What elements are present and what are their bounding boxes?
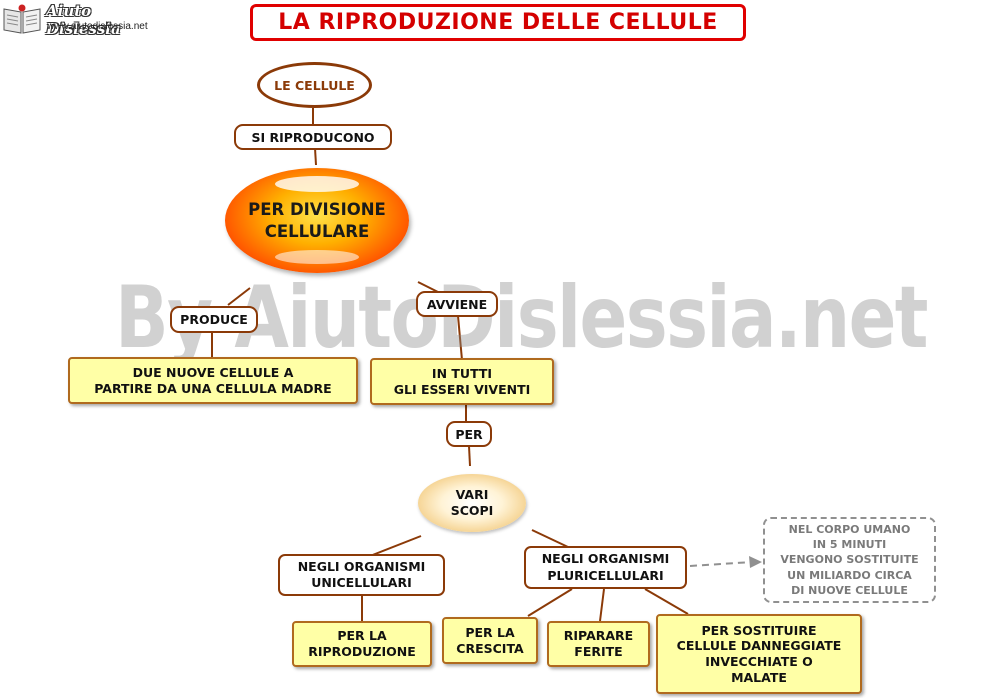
link-si-riproducono: SI RIPRODUCONO <box>234 124 392 150</box>
note-line: IN 5 MINUTI <box>812 537 887 551</box>
arrowhead-icon <box>749 556 762 568</box>
node-sostituire-line1: PER SOSTITUIRE <box>701 622 817 638</box>
node-vari-scopi-line1: VARI <box>455 486 489 502</box>
link-unicellulari-line1: NEGLI ORGANISMI <box>297 558 426 574</box>
node-per-la-riproduzione: PER LA RIPRODUZIONE <box>292 621 432 667</box>
note-line: DI NUOVE CELLULE <box>791 584 908 598</box>
node-per-sostituire: PER SOSTITUIRE CELLULE DANNEGGIATE INVEC… <box>656 614 862 694</box>
node-crescita-line1: PER LA <box>465 624 515 640</box>
node-le-cellule: LE CELLULE <box>257 62 372 108</box>
line-siriproducono-divisione <box>314 147 317 166</box>
node-riproduzione-line1: PER LA <box>337 628 387 644</box>
logo-name: Aiuto Dislessia <box>46 2 121 38</box>
node-riparare-line1: RIPARARE <box>563 628 634 644</box>
link-avviene: AVVIENE <box>416 291 498 317</box>
node-in-tutti-line1: IN TUTTI <box>431 365 493 381</box>
link-unicellulari-line2: UNICELLULARI <box>311 575 412 590</box>
link-pluricellulari-line1: NEGLI ORGANISMI <box>541 551 670 567</box>
node-per-divisione-line1: PER DIVISIONE <box>248 200 386 220</box>
node-riparare-ferite: RIPARARE FERITE <box>547 621 650 667</box>
node-due-nuove-line1: DUE NUOVE CELLULE A <box>132 364 294 380</box>
note-line: NEL CORPO UMANO <box>788 522 911 536</box>
node-in-tutti-gli-esseri-viventi: IN TUTTI GLI ESSERI VIVENTI <box>370 358 554 405</box>
line-variscopi-unicellulari <box>369 535 422 557</box>
line-pluri-note <box>689 561 753 567</box>
link-unicellulari: NEGLI ORGANISMI UNICELLULARI <box>278 554 445 596</box>
link-per: PER <box>446 421 492 447</box>
node-vari-scopi: VARI SCOPI <box>418 474 526 532</box>
note-line: UN MILIARDO CIRCA <box>787 568 912 582</box>
node-sostituire-line3: INVECCHIATE O <box>705 654 813 669</box>
line-divisione-avviene <box>417 281 439 293</box>
link-produce: PRODUCE <box>170 306 258 333</box>
link-pluricellulari: NEGLI ORGANISMI PLURICELLULARI <box>524 546 687 589</box>
node-due-nuove-line2: PARTIRE DA UNA CELLULA MADRE <box>94 380 332 396</box>
link-pluricellulari-line2: PLURICELLULARI <box>547 567 664 583</box>
node-riparare-line2: FERITE <box>574 644 623 659</box>
node-per-la-crescita: PER LA CRESCITA <box>442 617 538 664</box>
note-line: VENGONO SOSTITUITE <box>780 553 919 567</box>
line-pluri-riparare <box>599 588 605 622</box>
node-due-nuove-cellule: DUE NUOVE CELLULE A PARTIRE DA UNA CELLU… <box>68 357 358 404</box>
line-avviene-intutti <box>457 315 463 361</box>
logo-url: www.aiutodislessia.net <box>47 21 148 32</box>
node-in-tutti-line2: GLI ESSERI VIVENTI <box>393 381 531 397</box>
node-sostituire-line2: CELLULE DANNEGGIATE <box>676 638 842 654</box>
line-pluri-crescita <box>527 588 573 617</box>
oval-highlight <box>275 250 359 264</box>
node-sostituire-line4: MALATE <box>731 669 787 685</box>
node-vari-scopi-line2: SCOPI <box>450 503 494 518</box>
line-pluri-sostituire <box>644 588 689 615</box>
page-title: LA RIPRODUZIONE DELLE CELLULE <box>250 4 746 41</box>
node-crescita-line2: CRESCITA <box>456 640 524 656</box>
note-box: NEL CORPO UMANO IN 5 MINUTI VENGONO SOST… <box>763 517 936 603</box>
line-divisione-produce <box>227 287 251 306</box>
book-icon <box>3 4 41 34</box>
oval-highlight <box>275 176 359 192</box>
node-riproduzione-line2: RIPRODUZIONE <box>308 644 416 659</box>
node-per-divisione-line2: CELLULARE <box>264 221 370 241</box>
line-variscopi-pluricellulari <box>531 529 569 548</box>
logo: Aiuto Dislessia www.aiutodislessia.net <box>0 0 162 38</box>
line-per-variscopi <box>468 445 471 467</box>
